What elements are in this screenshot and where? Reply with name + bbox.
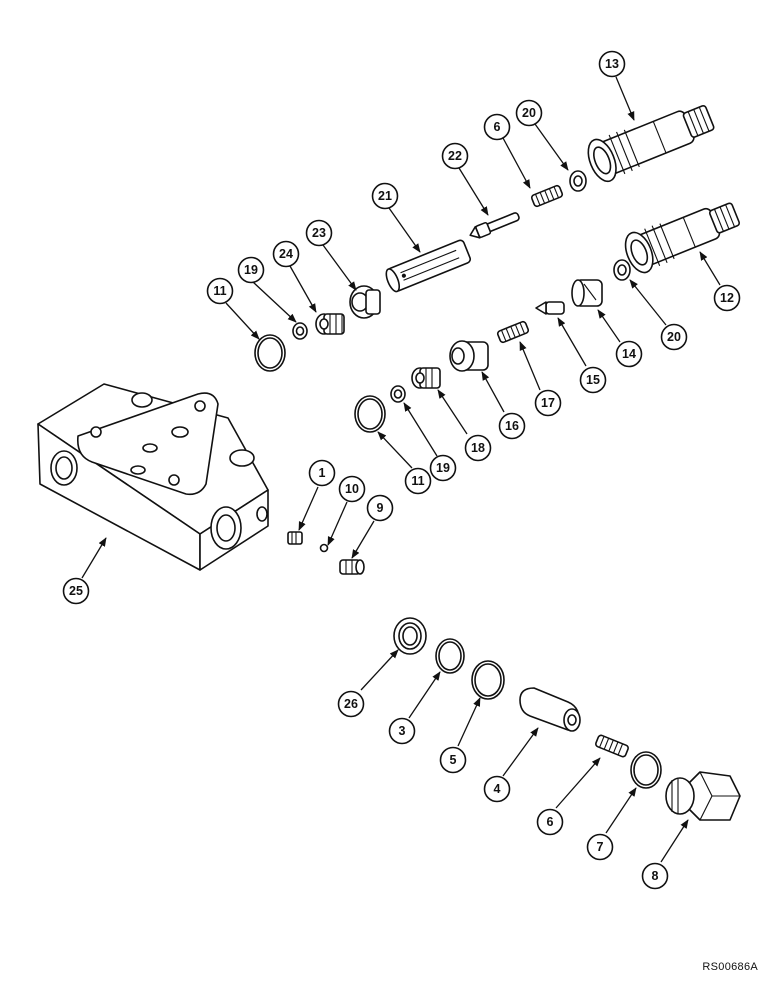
callout-16: 16	[498, 412, 526, 440]
svg-text:19: 19	[436, 461, 450, 475]
plug-1	[287, 531, 303, 545]
callout-24: 24	[272, 240, 300, 268]
washer-20-lower	[613, 259, 631, 281]
callout-1: 1	[308, 459, 336, 487]
callout-17: 17	[534, 389, 562, 417]
callout-14: 14	[615, 340, 643, 368]
adapter-fitting-13	[587, 105, 715, 183]
svg-text:24: 24	[279, 247, 293, 261]
callout-9: 9	[366, 494, 394, 522]
callout-26: 26	[337, 690, 365, 718]
poppet-16	[449, 340, 489, 372]
poppet-4	[519, 687, 581, 732]
spring-17	[496, 320, 530, 344]
svg-text:15: 15	[586, 373, 600, 387]
svg-text:22: 22	[448, 149, 462, 163]
screw-9	[339, 559, 365, 575]
svg-text:25: 25	[69, 584, 83, 598]
o-ring-5	[471, 660, 505, 700]
o-ring-19-upper	[292, 322, 308, 340]
svg-text:11: 11	[411, 474, 424, 488]
adapter-fitting-12	[624, 202, 741, 274]
svg-text:19: 19	[244, 263, 258, 277]
spring-6-upper	[530, 184, 564, 208]
poppet-14	[571, 279, 603, 307]
svg-text:6: 6	[547, 815, 554, 829]
svg-text:12: 12	[720, 291, 734, 305]
callout-25: 25	[62, 577, 90, 605]
svg-text:3: 3	[399, 724, 406, 738]
pilot-pin-22	[469, 212, 520, 239]
o-ring-7	[630, 751, 662, 789]
reference-code: RS00686A	[702, 961, 758, 973]
svg-text:10: 10	[345, 482, 359, 496]
callout-12: 12	[713, 284, 741, 312]
svg-text:21: 21	[378, 189, 392, 203]
pin-15	[535, 301, 565, 315]
seat-18	[411, 367, 441, 389]
callout-11: 11	[206, 277, 234, 305]
washer-20-upper	[569, 170, 587, 192]
valve-body	[37, 383, 269, 571]
poppet-23	[349, 285, 381, 319]
svg-text:6: 6	[494, 120, 501, 134]
svg-text:9: 9	[377, 501, 384, 515]
o-ring-19-lower	[390, 385, 406, 403]
callout-20b: 20	[660, 323, 688, 351]
callout-13: 13	[598, 50, 626, 78]
callout-20: 20	[515, 99, 543, 127]
svg-text:16: 16	[505, 419, 519, 433]
callout-6: 6	[483, 113, 511, 141]
spring-6-lower	[595, 734, 629, 758]
o-ring-11-upper	[254, 334, 286, 372]
svg-text:1: 1	[319, 466, 326, 480]
sleeve-21	[385, 239, 472, 293]
callout-6b: 6	[536, 808, 564, 836]
callout-5: 5	[439, 746, 467, 774]
callout-21: 21	[371, 182, 399, 210]
svg-text:20: 20	[522, 106, 536, 120]
ball-10	[319, 543, 329, 553]
svg-text:18: 18	[471, 441, 485, 455]
svg-text:7: 7	[597, 840, 604, 854]
svg-text:26: 26	[344, 697, 358, 711]
hex-plug-8	[665, 771, 741, 821]
callout-19: 19	[237, 256, 265, 284]
leader-lines	[81, 76, 721, 863]
callout-22: 22	[441, 142, 469, 170]
callout-23: 23	[305, 219, 333, 247]
o-ring-3	[435, 638, 465, 674]
callout-7: 7	[586, 833, 614, 861]
callout-18: 18	[464, 434, 492, 462]
svg-text:4: 4	[494, 782, 501, 796]
callout-19b: 19	[429, 454, 457, 482]
callout-10: 10	[338, 475, 366, 503]
seat-24	[315, 313, 345, 335]
svg-text:8: 8	[652, 869, 659, 883]
callout-3: 3	[388, 717, 416, 745]
svg-text:23: 23	[312, 226, 326, 240]
callout-11b: 11	[404, 467, 432, 495]
bushing-26	[393, 617, 427, 655]
svg-text:13: 13	[605, 57, 619, 71]
svg-text:14: 14	[622, 347, 636, 361]
svg-text:5: 5	[450, 753, 457, 767]
svg-text:11: 11	[213, 284, 226, 298]
svg-text:20: 20	[667, 330, 681, 344]
o-ring-11-lower	[354, 395, 386, 433]
svg-text:17: 17	[541, 396, 555, 410]
callout-15: 15	[579, 366, 607, 394]
callout-4: 4	[483, 775, 511, 803]
callout-8: 8	[641, 862, 669, 890]
